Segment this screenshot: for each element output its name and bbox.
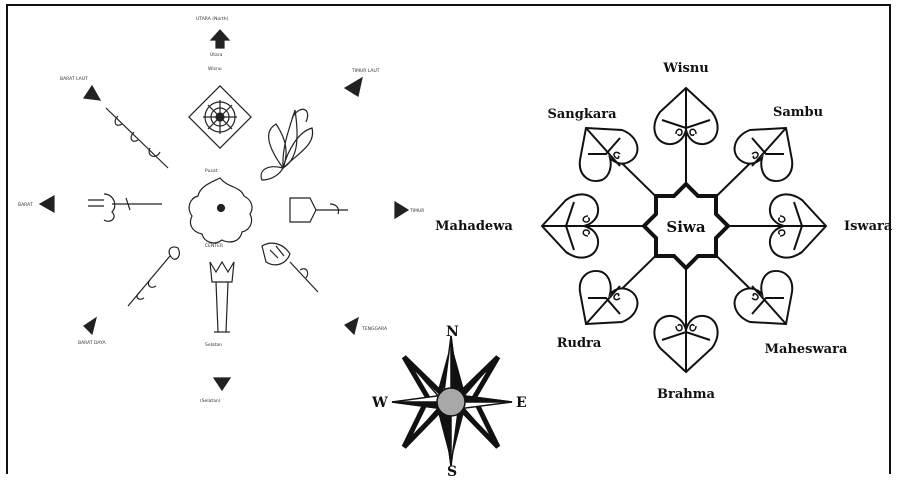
label-west: Mahadewa xyxy=(435,219,513,234)
svg-text:CENTER: CENTER xyxy=(205,243,223,249)
svg-text:(Selatan): (Selatan) xyxy=(200,398,221,404)
svg-text:BARAT LAUT: BARAT LAUT xyxy=(60,76,88,82)
svg-text:UTARA (North): UTARA (North) xyxy=(196,16,229,22)
center-label-siwa: Siwa xyxy=(666,218,705,236)
petal-north-icon xyxy=(654,88,717,144)
petal-northeast-icon xyxy=(735,128,793,181)
compass-rose xyxy=(392,336,512,466)
compass-east-label: E xyxy=(516,395,527,411)
label-south: Brahma xyxy=(657,387,715,402)
gada-icon: TIMUR xyxy=(290,198,424,222)
label-north: Wisnu xyxy=(662,61,709,76)
dupa-icon: Selatan (Selatan) xyxy=(200,262,234,404)
petal-southwest-icon xyxy=(580,271,638,324)
svg-text:Utara: Utara xyxy=(210,52,223,58)
svg-text:BARAT: BARAT xyxy=(18,202,33,208)
chakra-icon: Utara Wisnu UTARA (North) xyxy=(189,16,251,148)
svg-text:BARAT DAYA: BARAT DAYA xyxy=(78,340,107,346)
weapons-diagram: Pusat CENTER Utara Wisnu UTARA (North) T… xyxy=(18,16,424,404)
svg-text:TIMUR LAUT: TIMUR LAUT xyxy=(351,68,380,74)
svg-text:Selatan: Selatan xyxy=(205,342,222,348)
svg-text:Wisnu: Wisnu xyxy=(208,66,222,72)
bajra-icon: BARAT DAYA xyxy=(78,247,179,346)
svg-text:TIMUR: TIMUR xyxy=(409,208,424,214)
trisula-icon: TIMUR LAUT xyxy=(261,68,380,180)
padma-icon: BARAT LAUT xyxy=(60,76,168,168)
svg-text:Pusat: Pusat xyxy=(205,168,218,174)
label-northwest: Sangkara xyxy=(547,107,617,122)
label-southeast: Maheswara xyxy=(765,342,848,357)
petal-southeast-icon xyxy=(735,271,793,324)
petal-east-icon xyxy=(770,194,826,257)
cemeti-icon: TENGGARA xyxy=(262,243,388,334)
label-northeast: Sambu xyxy=(773,105,823,120)
petal-south-icon xyxy=(654,316,717,372)
compass-north-label: N xyxy=(446,324,459,340)
compass-south-label: S xyxy=(447,464,457,480)
compass-west-label: W xyxy=(371,395,388,411)
petal-west-icon xyxy=(542,194,598,257)
label-southwest: Rudra xyxy=(557,336,602,351)
label-east: Iswara xyxy=(844,219,893,234)
petal-northwest-icon xyxy=(580,128,638,181)
svg-text:TENGGARA: TENGGARA xyxy=(361,326,388,332)
nagapasa-icon: BARAT xyxy=(18,194,162,221)
lotus-center-icon: Pusat CENTER xyxy=(189,168,252,249)
